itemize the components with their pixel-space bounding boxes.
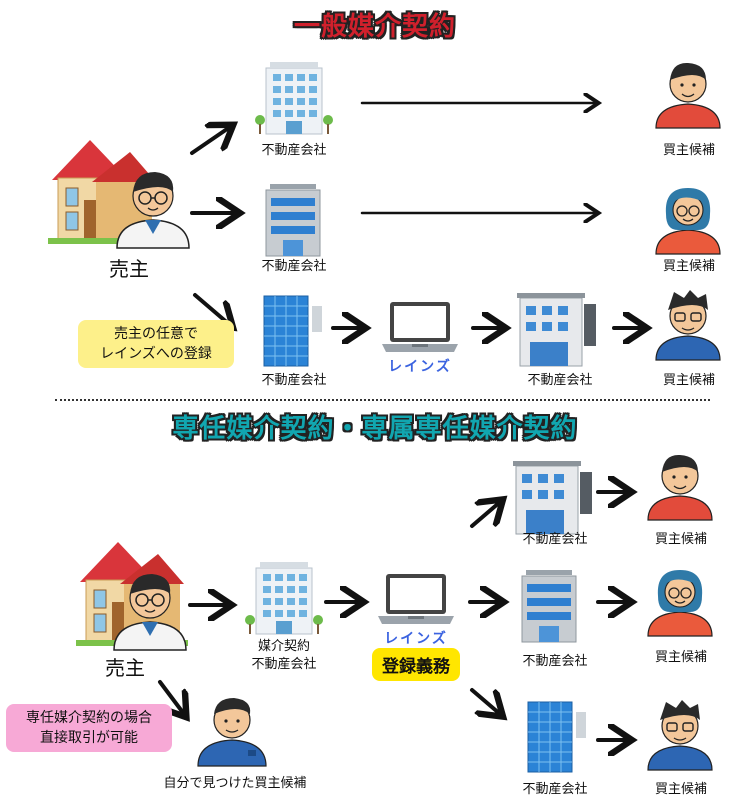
contracted-agency-line-1: 媒介契約: [257, 639, 310, 654]
agency-building-3: [263, 295, 323, 367]
reins-label-1: レインズ: [388, 359, 452, 375]
agency-building-6: [521, 569, 577, 643]
buyer-label-5: 買主候補: [654, 650, 707, 665]
direct-deal-line-2: 直接取引が可能: [40, 730, 138, 746]
reins-laptop-2: [378, 574, 454, 624]
agency-label-7: 不動産会社: [522, 782, 588, 797]
direct-deal-line-1: 専任媒介契約の場合: [26, 710, 152, 726]
optional-registration-line-2: レインズへの登録: [100, 346, 212, 362]
direct-deal-note: 専任媒介契約の場合 直接取引が可能: [6, 704, 172, 752]
buyer-5: [647, 569, 713, 637]
buyer-label-4: 買主候補: [654, 532, 707, 547]
agency-building-5: [512, 460, 593, 535]
agency-label-6: 不動産会社: [522, 654, 588, 669]
buyer-label-3: 買主候補: [662, 373, 715, 388]
buyer-1: [655, 62, 721, 129]
buyer-2: [655, 187, 721, 255]
self-found-buyer-figure: [197, 697, 267, 767]
seller-label-1: 売主: [109, 257, 149, 281]
arrow-reins-to-agency-7: [470, 688, 500, 714]
buyer-label-1: 買主候補: [662, 143, 715, 158]
buyer-label-6: 買主候補: [654, 782, 707, 797]
arrow-reins-to-agency-5: [470, 502, 500, 528]
agency-label-5: 不動産会社: [522, 532, 588, 547]
optional-registration-note: 売主の任意で レインズへの登録: [78, 320, 234, 368]
agency-building-1: [254, 61, 334, 135]
reins-laptop-1: [382, 302, 458, 352]
seller-house-illustration-2: [75, 541, 189, 651]
agency-label-4: 不動産会社: [527, 373, 593, 388]
arrow-seller-to-self-found-buyer: [158, 680, 184, 714]
seller-label-2: 売主: [105, 656, 145, 680]
self-found-buyer-label: 自分で見つけた買主候補: [163, 776, 307, 791]
exclusive-contract-title: 専任媒介契約・専属専任媒介契約: [172, 414, 578, 444]
contracted-agency-line-2: 不動産会社: [251, 657, 317, 672]
agency-label-2: 不動産会社: [261, 259, 327, 274]
arrow-seller-to-agency-1: [190, 127, 230, 155]
optional-registration-line-1: 売主の任意で: [114, 326, 198, 342]
registration-required-badge: 登録義務: [372, 648, 460, 681]
reins-label-2: レインズ: [384, 631, 448, 647]
buyer-label-2: 買主候補: [662, 259, 715, 274]
section-divider: [55, 399, 710, 401]
agency-building-4: [516, 292, 597, 367]
seller-house-illustration: [47, 139, 190, 249]
buyer-4: [647, 454, 713, 521]
general-contract-title: 一般媒介契約: [293, 12, 456, 42]
agency-building-7: [527, 701, 587, 773]
contracted-agency-label: 媒介契約 不動産会社: [236, 638, 332, 674]
buyer-3: [655, 289, 721, 361]
buyer-6: [647, 699, 713, 771]
agency-label-1: 不動産会社: [261, 143, 327, 158]
agency-label-3: 不動産会社: [261, 373, 327, 388]
contracted-agency-building: [244, 561, 324, 635]
agency-building-2: [265, 183, 321, 257]
